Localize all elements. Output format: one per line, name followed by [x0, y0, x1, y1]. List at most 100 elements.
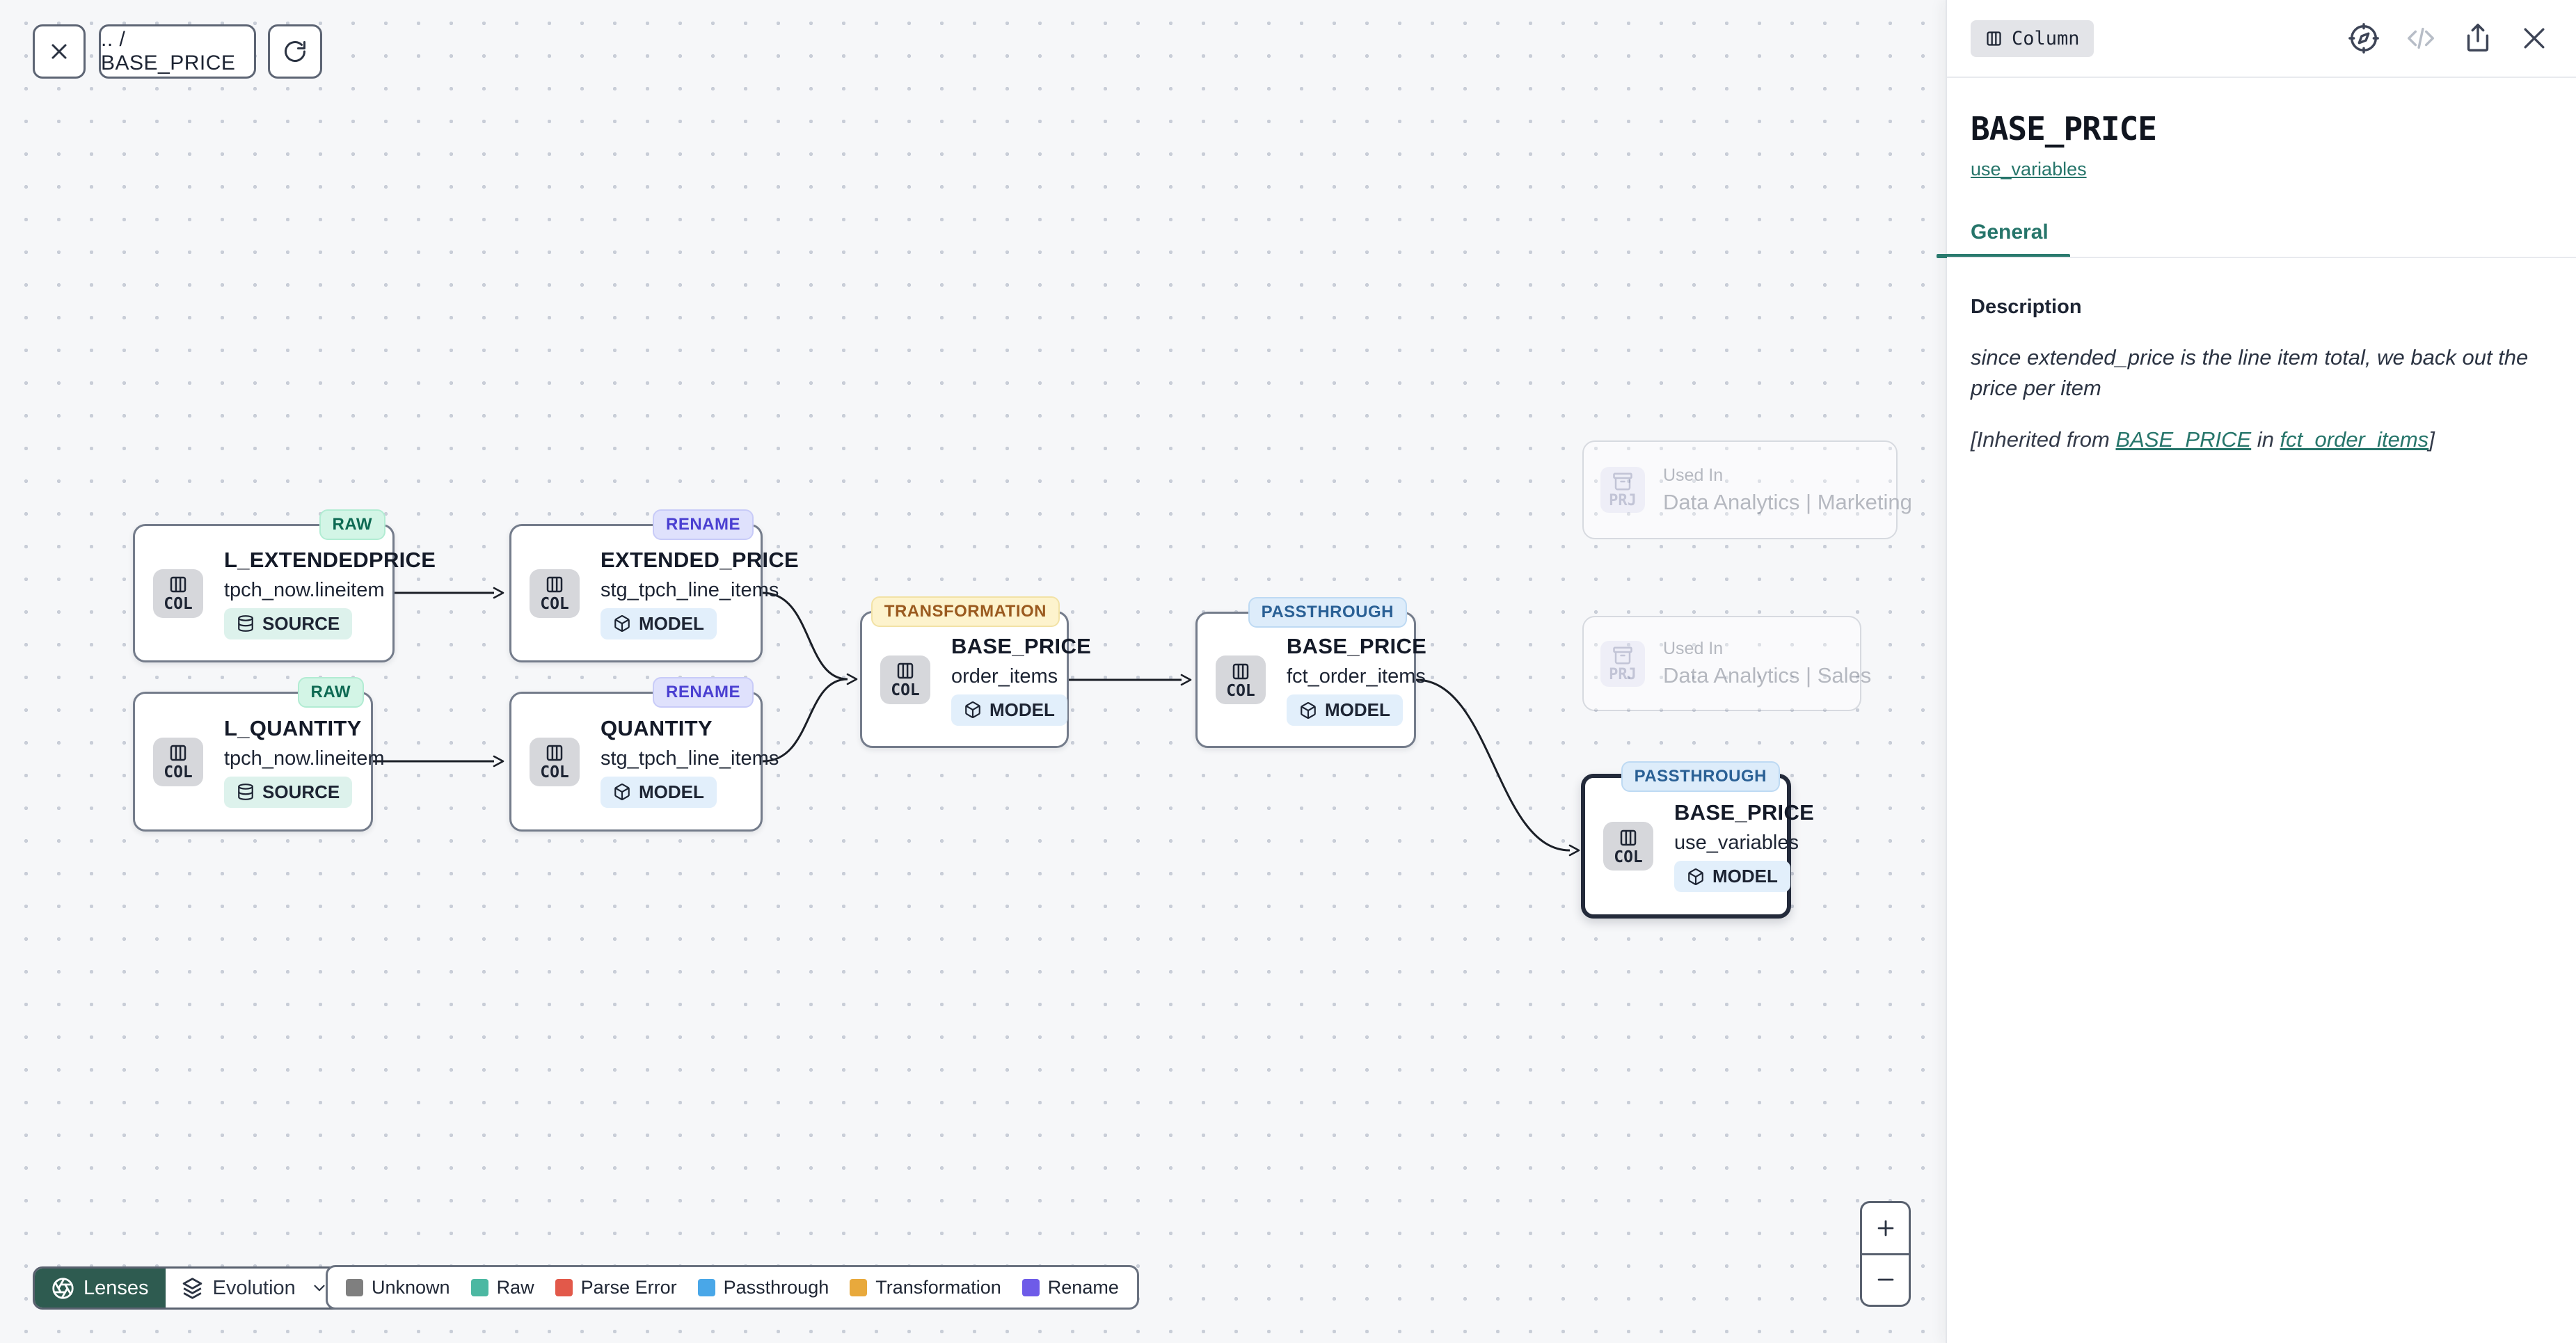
minus-icon: [1874, 1268, 1898, 1292]
legend-swatch: [470, 1278, 488, 1296]
entity-type-label: Column: [2012, 27, 2080, 49]
panel-tabs: General: [1937, 221, 2576, 258]
used-in-node-marketing[interactable]: PRJ Used In Data Analytics | Marketing: [1582, 440, 1912, 539]
node-base-price-fct-order-items[interactable]: PASSTHROUGH COL BASE_PRICE fct_order_ite…: [1195, 597, 1426, 748]
node-subtitle: stg_tpch_line_items: [601, 747, 779, 770]
node-badge: PASSTHROUGH: [1621, 761, 1780, 792]
layers-icon: [181, 1277, 204, 1300]
node-badge: RENAME: [652, 677, 754, 708]
inherited-suffix: ]: [2428, 427, 2435, 452]
inherited-middle: in: [2251, 427, 2280, 452]
legend-item-passthrough: Passthrough: [697, 1277, 829, 1298]
lens-dropdown[interactable]: Evolution: [165, 1269, 344, 1308]
legend-label: Transformation: [875, 1276, 1001, 1298]
node-badge: RAW: [297, 677, 364, 708]
node-subtitle: use_variables: [1674, 832, 1799, 854]
detail-panel-header: Column: [1947, 0, 2576, 78]
column-title: BASE_PRICE: [1971, 110, 2157, 148]
model-tag: MODEL: [1674, 861, 1790, 892]
cube-icon: [1299, 701, 1317, 720]
column-chip-label: COL: [164, 763, 193, 781]
explore-lineage-button[interactable]: [2348, 22, 2380, 54]
archive-icon: [1612, 645, 1633, 666]
legend-item-raw: Raw: [470, 1276, 534, 1298]
used-in-node-sales[interactable]: PRJ Used In Data Analytics | Sales: [1582, 616, 1871, 711]
node-badge: PASSTHROUGH: [1248, 597, 1407, 628]
close-panel-button[interactable]: [2519, 23, 2550, 54]
description-label: Description: [1971, 296, 2082, 318]
inherited-column-link[interactable]: BASE_PRICE: [2115, 427, 2252, 452]
legend-label: Rename: [1047, 1276, 1119, 1298]
breadcrumb[interactable]: .. / BASE_PRICE: [99, 24, 256, 79]
node-title: BASE_PRICE: [1287, 634, 1427, 658]
compass-icon: [2348, 22, 2380, 54]
lenses-button[interactable]: Lenses: [35, 1269, 166, 1308]
tag-label: MODEL: [1325, 699, 1390, 720]
description-text: since extended_price is the line item to…: [1971, 345, 2529, 401]
column-chip: COL: [1603, 822, 1653, 871]
lens-dropdown-label: Evolution: [212, 1276, 296, 1299]
used-in-title: Data Analytics | Marketing: [1663, 489, 1912, 514]
columns-icon: [1230, 661, 1251, 682]
inherited-prefix: [Inherited from: [1971, 427, 2116, 452]
source-tag: SOURCE: [224, 776, 353, 808]
column-chip: COL: [530, 569, 580, 618]
view-code-button[interactable]: [2405, 22, 2437, 54]
legend-swatch: [555, 1278, 573, 1296]
database-icon: [237, 783, 255, 801]
column-chip: COL: [530, 737, 580, 786]
legend-item-transformation: Transformation: [850, 1277, 1001, 1298]
used-in-kicker: Used In: [1663, 639, 1724, 658]
node-title: L_EXTENDEDPRICE: [224, 547, 436, 572]
model-tag: MODEL: [601, 776, 717, 808]
legend-swatch: [346, 1278, 363, 1296]
tab-general[interactable]: General: [1937, 221, 2082, 258]
tabs-divider: [1947, 257, 2576, 258]
columns-icon: [544, 742, 565, 763]
columns-icon: [1618, 827, 1639, 848]
inherited-note: [Inherited from BASE_PRICE in fct_order_…: [1971, 427, 2552, 452]
close-lineage-button[interactable]: [33, 24, 86, 79]
legend-swatch: [697, 1278, 715, 1296]
breadcrumb-label: .. / BASE_PRICE: [101, 28, 236, 74]
zoom-out-button[interactable]: [1862, 1255, 1909, 1305]
node-subtitle: stg_tpch_line_items: [601, 578, 779, 601]
edge-fctorderitems-usevariables: [1415, 678, 1580, 857]
active-tab-indicator: [1937, 254, 2070, 258]
edge-quantity-baseprice: [762, 678, 848, 763]
legend-label: Raw: [496, 1276, 534, 1298]
columns-icon: [168, 574, 189, 595]
cube-icon: [1687, 868, 1705, 886]
node-l-extendedprice[interactable]: RAW COL L_EXTENDEDPRICE tpch_now.lineite…: [133, 509, 436, 662]
node-l-quantity[interactable]: RAW COL L_QUANTITY tpch_now.lineitem SOU…: [133, 677, 385, 832]
model-tag: MODEL: [1287, 694, 1403, 726]
node-base-price-use-variables[interactable]: PASSTHROUGH COL BASE_PRICE use_variables…: [1581, 761, 1814, 919]
node-title: BASE_PRICE: [951, 633, 1092, 658]
panel-icon-row: [2348, 22, 2550, 54]
edge-extendedprice-baseprice: [762, 591, 858, 685]
node-title: L_QUANTITY: [224, 715, 362, 740]
cube-icon: [613, 614, 631, 633]
lenses-control: Lenses Evolution: [33, 1266, 346, 1310]
node-base-price-order-items[interactable]: TRANSFORMATION COL BASE_PRICE order_item…: [860, 596, 1091, 748]
zoom-in-button[interactable]: [1862, 1203, 1909, 1255]
refresh-button[interactable]: [268, 24, 322, 79]
archive-icon: [1612, 471, 1633, 492]
detail-panel: Column: [1937, 0, 2576, 1343]
close-icon: [2519, 23, 2550, 54]
inherited-model-link[interactable]: fct_order_items: [2280, 427, 2429, 452]
node-badge: TRANSFORMATION: [870, 596, 1060, 627]
model-link[interactable]: use_variables: [1971, 159, 2087, 180]
legend-swatch: [1021, 1278, 1040, 1296]
refresh-icon: [283, 39, 308, 64]
node-subtitle: tpch_now.lineitem: [224, 747, 385, 770]
share-button[interactable]: [2462, 22, 2494, 54]
plus-icon: [1874, 1216, 1898, 1240]
tag-label: MODEL: [989, 699, 1055, 720]
columns-icon: [168, 742, 189, 763]
column-chip: COL: [1216, 655, 1266, 704]
node-extended-price[interactable]: RENAME COL EXTENDED_PRICE stg_tpch_line_…: [509, 509, 799, 662]
tag-label: SOURCE: [262, 781, 340, 802]
node-quantity[interactable]: RENAME COL QUANTITY stg_tpch_line_items …: [509, 677, 779, 832]
node-badge: RAW: [319, 509, 385, 540]
